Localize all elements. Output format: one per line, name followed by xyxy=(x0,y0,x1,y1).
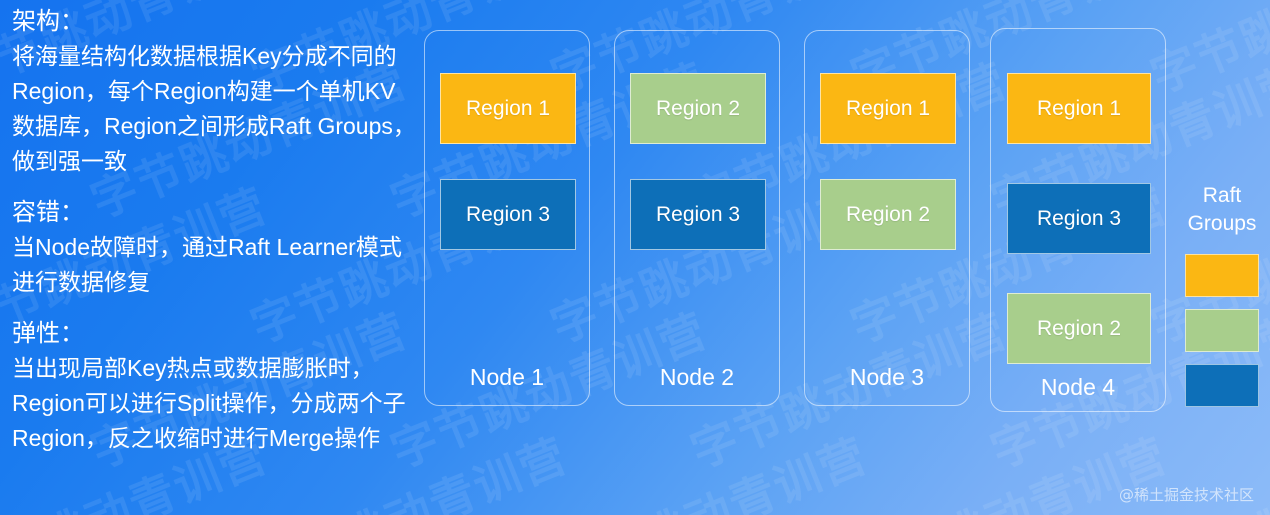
note-line: 将海量结构化数据根据Key分成不同的 xyxy=(12,43,397,69)
region-box[interactable]: Region 2 xyxy=(1007,293,1151,364)
region-box[interactable]: Region 3 xyxy=(630,179,766,250)
node-label: Node 2 xyxy=(659,364,735,390)
node-label: Node 1 xyxy=(469,364,545,390)
note-line: Region，每个Region构建一个单机KV xyxy=(12,78,396,104)
note-paragraph: 容错： 当Node故障时，通过Raft Learner模式进行数据修复 xyxy=(12,195,412,300)
note-line: 数据库，Region之间形成Raft Groups， xyxy=(12,113,416,139)
region-box[interactable]: Region 3 xyxy=(1007,183,1151,254)
region-box[interactable]: Region 2 xyxy=(630,73,766,144)
node-label: Node 3 xyxy=(849,364,925,390)
legend-title-line: Raft xyxy=(1202,184,1242,207)
note-line: 当Node故障时，通过Raft Learner模式 xyxy=(12,234,402,260)
region-box[interactable]: Region 1 xyxy=(820,73,956,144)
note-line: Region可以进行Split操作，分成两个子 xyxy=(12,390,406,416)
notes-column: 架构： 将海量结构化数据根据Key分成不同的 Region，每个Region构建一个… xyxy=(12,4,416,456)
node-card-1[interactable]: Region 1 Region 3 Node 1 xyxy=(424,30,590,406)
source-credit: @稀土掘金技术社区 xyxy=(1118,486,1254,504)
watermark-text: 字节跳动青训营 xyxy=(540,419,876,515)
note-line: 进行数据修复 xyxy=(12,269,150,295)
legend-swatch-list xyxy=(1178,254,1266,407)
node-card-2[interactable]: Region 2 Region 3 Node 2 xyxy=(614,30,780,406)
region-box[interactable]: Region 1 xyxy=(440,73,576,144)
note-paragraph: 架构： 将海量结构化数据根据Key分成不同的 Region，每个Region构建一个… xyxy=(12,4,416,179)
note-heading: 容错： xyxy=(12,199,84,226)
note-line: 做到强一致 xyxy=(12,148,127,174)
note-heading: 架构： xyxy=(12,8,84,35)
region-1-swatch xyxy=(1185,254,1259,297)
note-line: 当出现局部Key热点或数据膨胀时， xyxy=(12,355,374,381)
region-box[interactable]: Region 2 xyxy=(820,179,956,250)
node-card-4[interactable]: Region 1 Region 3 Region 2 Node 4 xyxy=(990,28,1166,412)
node-label: Node 4 xyxy=(1040,374,1116,400)
note-line: Region，反之收缩时进行Merge操作 xyxy=(12,425,381,451)
region-box[interactable]: Region 3 xyxy=(440,179,576,250)
region-3-swatch xyxy=(1185,364,1259,407)
region-box[interactable]: Region 1 xyxy=(1007,73,1151,144)
note-heading: 弹性： xyxy=(12,320,84,347)
region-2-swatch xyxy=(1185,309,1259,352)
legend-title-line: Groups xyxy=(1187,212,1257,235)
note-paragraph: 弹性： 当出现局部Key热点或数据膨胀时， Region可以进行Split操作，分成… xyxy=(12,316,412,456)
node-card-3[interactable]: Region 1 Region 2 Node 3 xyxy=(804,30,970,406)
